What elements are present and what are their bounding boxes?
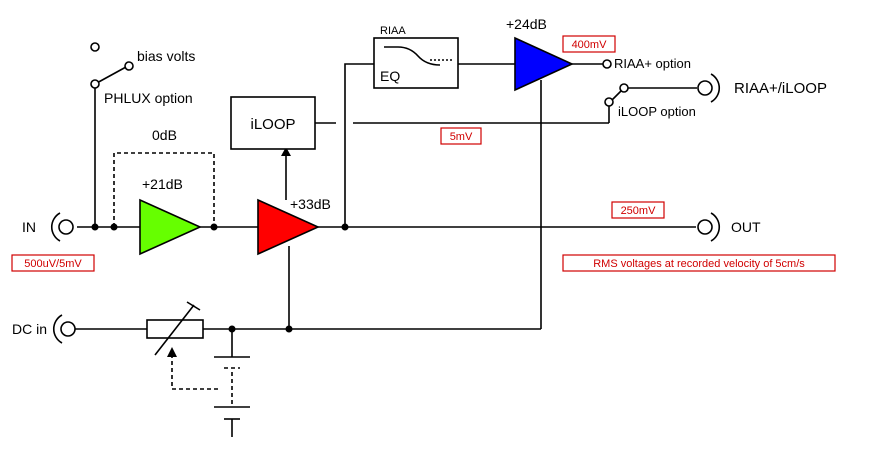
amplifier-red-33db	[257, 198, 320, 256]
junction-phlux	[91, 223, 99, 231]
bias-volts-label: bias volts	[137, 48, 195, 64]
phlux-terminal-common	[90, 79, 100, 89]
wiring	[75, 63, 697, 437]
junctions	[91, 223, 349, 333]
gain-blue-label: +24dB	[506, 16, 547, 32]
junction-riaa	[341, 223, 349, 231]
amplifier-green-21db	[139, 198, 202, 256]
voltage-riaa-badge: 400mV	[562, 35, 616, 53]
junction-battery	[228, 325, 236, 333]
voltage-iloop-badge: 5mV	[440, 127, 482, 145]
voltage-note-badge: RMS voltages at recorded velocity of 5cm…	[562, 254, 836, 272]
riaa-title: RIAA	[380, 25, 406, 37]
bypass-path	[113, 152, 215, 227]
phlux-switch-blade	[94, 66, 127, 85]
dc-in-label: DC in	[12, 321, 47, 337]
output-switch-common	[619, 83, 629, 93]
voltage-input-badge: 500uV/5mV	[11, 254, 95, 272]
amplifier-blue-24db	[514, 36, 574, 92]
arrow-to-iloop	[281, 147, 291, 156]
svg-text:RMS voltages at recorded veloc: RMS voltages at recorded velocity of 5cm…	[593, 258, 805, 270]
iloop-option-terminal	[604, 97, 614, 107]
riaa-curve-icon	[384, 46, 441, 66]
iloop-label: iLOOP	[250, 116, 295, 133]
riaa-option-terminal	[602, 59, 612, 69]
in-label: IN	[22, 219, 36, 235]
riaa-iloop-output-label: RIAA+/iLOOP	[734, 80, 827, 97]
junction-bypass-out	[210, 223, 218, 231]
phlux-terminal-bias	[124, 61, 134, 71]
svg-text:500uV/5mV: 500uV/5mV	[24, 258, 82, 270]
gain-green-label: +21dB	[142, 176, 183, 192]
iloop-block	[230, 96, 316, 150]
riaa-plus-option-label: RIAA+ option	[614, 56, 691, 71]
jack-riaa-iloop	[697, 73, 720, 103]
svg-text:5mV: 5mV	[450, 131, 473, 143]
switch-terminals	[90, 42, 629, 107]
riaa-eq-label: EQ	[380, 68, 400, 84]
iloop-option-label: iLOOP option	[618, 104, 696, 119]
gain-red-label: +33dB	[290, 196, 331, 212]
potentiometer-arrow-tip	[186, 301, 201, 311]
wire-to-riaa	[344, 63, 374, 227]
phlux-option-label: PHLUX option	[104, 90, 193, 106]
pot-control-link	[171, 352, 218, 390]
voltage-out-badge: 250mV	[611, 201, 665, 219]
riaa-eq-block	[373, 37, 459, 89]
jack-out	[697, 212, 720, 242]
out-label: OUT	[731, 219, 761, 235]
potentiometer-variable-arrow	[154, 304, 195, 356]
svg-text:250mV: 250mV	[621, 205, 657, 217]
jack-in	[51, 212, 74, 242]
phlux-terminal-top	[90, 42, 100, 52]
svg-text:400mV: 400mV	[572, 39, 608, 51]
junction-bypass-in	[110, 223, 118, 231]
pot-control-arrow	[167, 347, 177, 357]
gain-bypass-label: 0dB	[152, 127, 177, 143]
junction-dc-red	[285, 325, 293, 333]
jack-dc-in	[53, 314, 76, 344]
